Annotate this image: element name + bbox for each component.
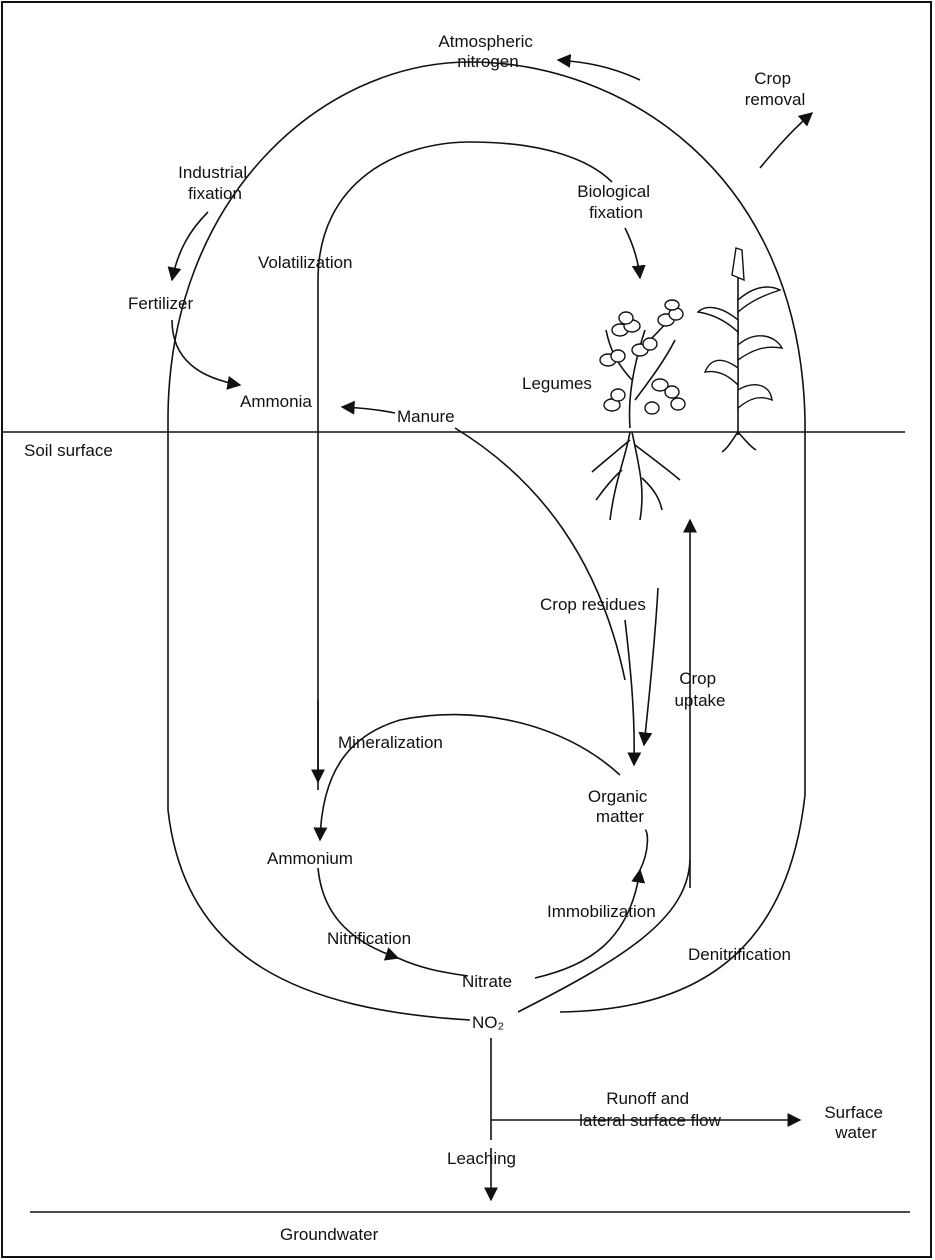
crop-residues-arrow bbox=[624, 619, 642, 767]
industrial-fixation-arrow bbox=[167, 211, 209, 282]
biological-fixation-line2: fixation bbox=[589, 203, 643, 222]
crop-residues-arrow-2 bbox=[638, 587, 659, 747]
legumes-label: Legumes bbox=[522, 374, 592, 393]
crop-uptake-line2: uptake bbox=[674, 691, 725, 710]
atmospheric-nitrogen-line2: nitrogen bbox=[457, 52, 518, 71]
mineralization-arc bbox=[313, 713, 621, 842]
leaching-label: Leaching bbox=[447, 1149, 516, 1168]
to-atmospheric-nitrogen-arrow bbox=[556, 53, 641, 81]
runoff-line1: Runoff and bbox=[606, 1089, 689, 1108]
crop-removal-label: Crop removal bbox=[745, 69, 805, 109]
soil-surface-label: Soil surface bbox=[24, 441, 113, 460]
outer-cycle-loop bbox=[167, 61, 806, 1013]
biological-fixation-line1: Biological bbox=[577, 182, 650, 201]
crop-removal-arrow bbox=[759, 112, 814, 169]
legume-plant-icon bbox=[591, 299, 686, 521]
fertilizer-label: Fertilizer bbox=[128, 294, 194, 313]
biological-fixation-arc bbox=[317, 141, 613, 790]
nitrate-segment bbox=[397, 957, 469, 977]
industrial-fixation-label: Industrial fixation bbox=[178, 163, 252, 203]
runoff-line2: lateral surface flow bbox=[579, 1111, 721, 1130]
organic-matter-return-arc bbox=[639, 829, 649, 871]
atmospheric-nitrogen-label: Atmospheric nitrogen bbox=[438, 32, 537, 71]
outer-cycle-lower-arc bbox=[167, 809, 471, 1021]
industrial-fixation-line1: Industrial bbox=[178, 163, 247, 182]
immobilization-arc bbox=[534, 868, 646, 979]
crop-removal-line1: Crop bbox=[754, 69, 791, 88]
fertilizer-to-ammonia-arrow bbox=[171, 319, 242, 390]
organic-matter-line1: Organic bbox=[588, 787, 648, 806]
surface-water-line2: water bbox=[834, 1123, 877, 1142]
biological-fixation-arrow bbox=[624, 227, 646, 280]
surface-water-label: Surface water bbox=[824, 1103, 887, 1142]
nitrate-label: Nitrate bbox=[462, 972, 512, 991]
crop-uptake-label: Crop uptake bbox=[674, 669, 725, 710]
manure-to-organic-matter-curve bbox=[454, 427, 626, 681]
organic-matter-label: Organic matter bbox=[588, 787, 652, 826]
denitrification-label: Denitrification bbox=[688, 945, 791, 964]
ammonium-label: Ammonium bbox=[267, 849, 353, 868]
ammonia-label: Ammonia bbox=[240, 392, 312, 411]
organic-matter-line2: matter bbox=[596, 807, 645, 826]
crop-residues-label: Crop residues bbox=[540, 595, 646, 614]
corn-plant-icon bbox=[696, 247, 784, 453]
nitrification-label: Nitrification bbox=[327, 929, 411, 948]
biological-fixation-label: Biological fixation bbox=[577, 182, 655, 222]
manure-label: Manure bbox=[397, 407, 455, 426]
no2-label: NO₂ bbox=[472, 1013, 504, 1032]
no2-to-crop-uptake-curve bbox=[517, 859, 691, 1013]
volatilization-label: Volatilization bbox=[258, 253, 353, 272]
runoff-label: Runoff and lateral surface flow bbox=[579, 1089, 721, 1130]
surface-water-line1: Surface bbox=[824, 1103, 883, 1122]
atmospheric-nitrogen-line1: Atmospheric bbox=[438, 32, 533, 51]
crop-removal-line2: removal bbox=[745, 90, 805, 109]
industrial-fixation-line2: fixation bbox=[188, 184, 242, 203]
groundwater-label: Groundwater bbox=[280, 1225, 379, 1244]
crop-uptake-line1: Crop bbox=[679, 669, 716, 688]
manure-to-ammonia-arrow bbox=[340, 400, 396, 415]
mineralization-label: Mineralization bbox=[338, 733, 443, 752]
immobilization-label: Immobilization bbox=[547, 902, 656, 921]
nitrification-arc bbox=[317, 867, 400, 961]
